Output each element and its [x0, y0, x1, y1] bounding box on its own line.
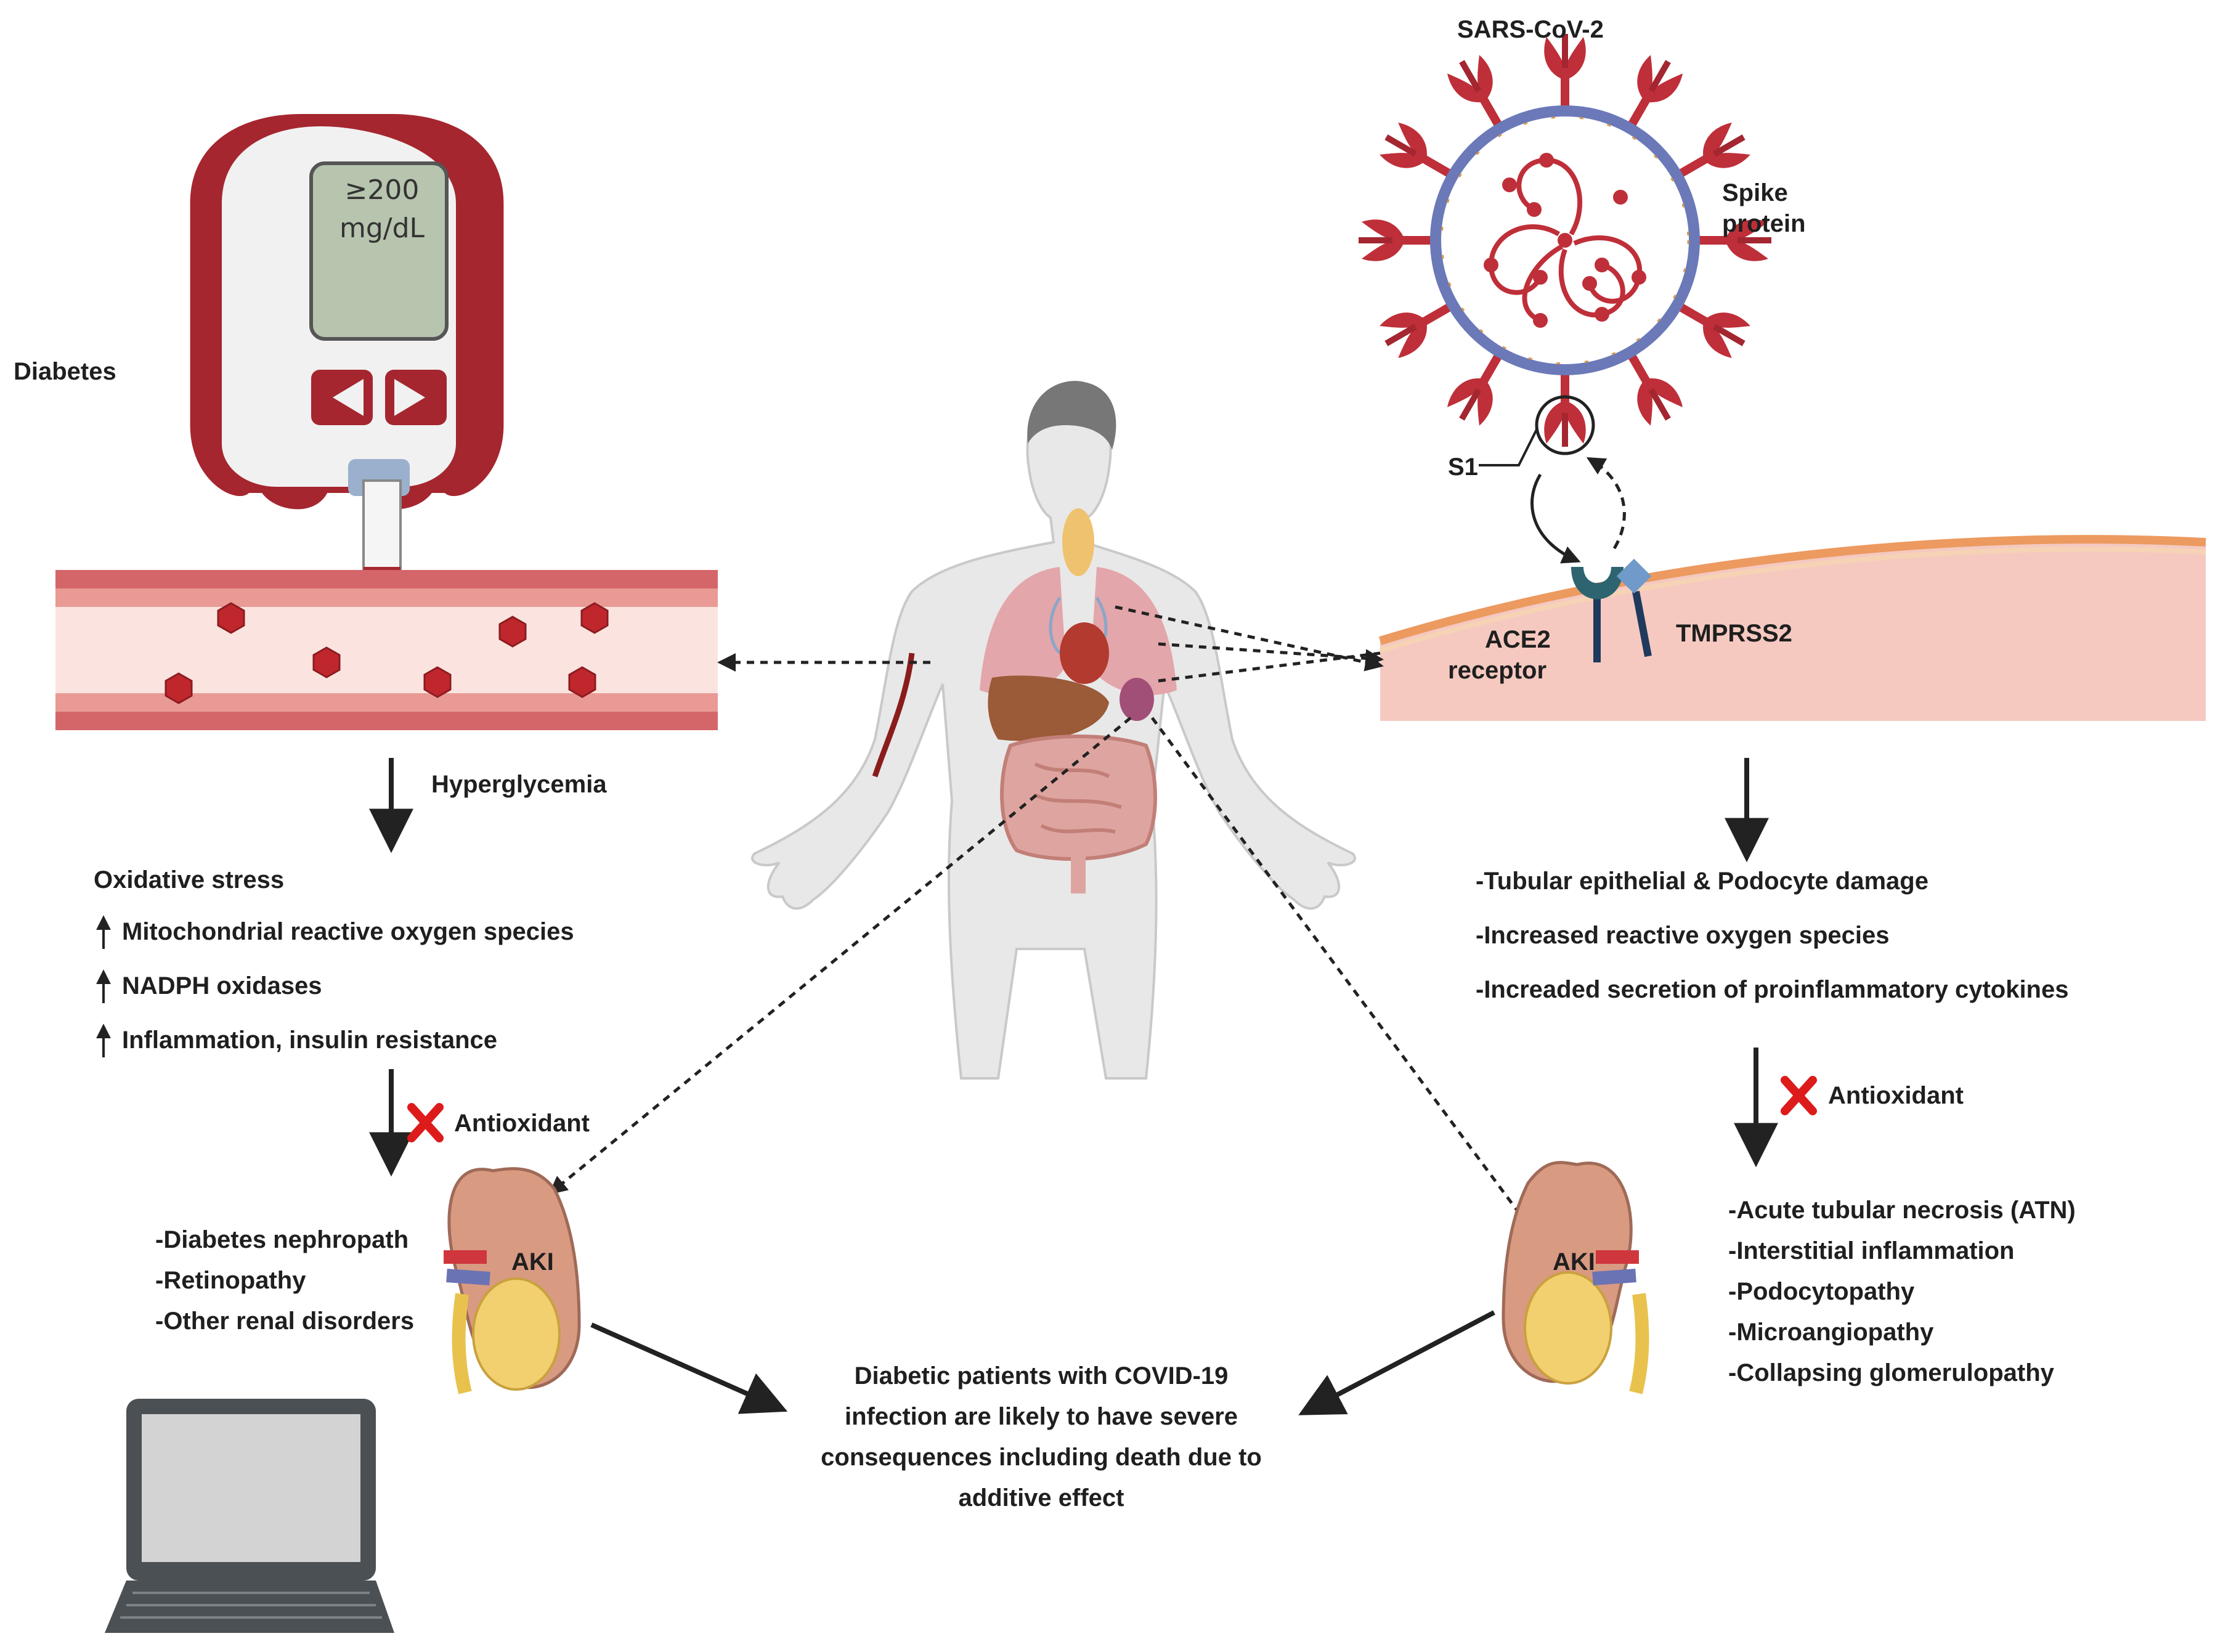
conclusion-line: additive effect: [958, 1484, 1124, 1512]
list-item: Mitochondrial reactive oxygen species: [122, 918, 574, 945]
list-item: -Collapsing glomerulopathy: [1728, 1359, 2054, 1386]
list-item: -Microangiopathy: [1728, 1319, 1934, 1346]
conclusion-line: Diabetic patients with COVID-19: [854, 1362, 1229, 1390]
laptop-icon: [105, 1399, 394, 1633]
list-item: -Retinopathy: [155, 1267, 306, 1294]
list-item: NADPH oxidases: [122, 972, 322, 999]
tmprss2-icon: [1616, 558, 1652, 657]
kidney-icon: [1502, 1161, 1649, 1394]
right-outcomes-list: -Acute tubular necrosis (ATN) -Interstit…: [1728, 1197, 2076, 1400]
diabetes-label: Diabetes: [14, 358, 116, 385]
host-cell-icon: [1378, 535, 2206, 721]
s1-label: S1: [1448, 454, 1478, 481]
conclusion-text: Diabetic patients with COVID-19 infectio…: [764, 1356, 1319, 1518]
glucose-meter-icon: [190, 114, 504, 604]
tmprss2-label: TMPRSS2: [1676, 620, 1792, 647]
protein-label: protein: [1722, 210, 1806, 237]
hyperglycemia-label: Hyperglycemia: [431, 771, 607, 798]
aki-left-label: AKI: [511, 1248, 554, 1276]
conclusion-line: infection are likely to have severe: [844, 1403, 1238, 1430]
virus-icon: [1359, 34, 1771, 466]
release-arrow: [1586, 457, 1626, 550]
human-body-icon: [751, 381, 1356, 1080]
list-item: -Other renal disorders: [155, 1308, 415, 1335]
sars-cov-2-label: SARS-CoV-2: [1457, 16, 1604, 43]
flow-arrows: [369, 758, 1778, 1415]
aki-right-label: AKI: [1553, 1248, 1595, 1276]
ace2-receptor-icon: [1571, 567, 1624, 662]
glucose-reading: ≥200 mg/dL: [320, 171, 444, 248]
spike-label: Spike: [1722, 179, 1788, 206]
x-mark-icon: [407, 1076, 1817, 1142]
list-item: -Interstitial inflammation: [1728, 1237, 2015, 1264]
glucose-unit: mg/dL: [339, 213, 425, 244]
list-item: -Tubular epithelial & Podocyte damage: [1476, 868, 1928, 895]
kidney-icon: [444, 1167, 581, 1394]
receptor-label: receptor: [1448, 657, 1547, 684]
blood-vessel-icon: [55, 570, 718, 730]
binding-arrow: [1530, 473, 1581, 564]
list-item: Inflammation, insulin resistance: [122, 1027, 498, 1054]
conclusion-line: consequences including death due to: [821, 1444, 1262, 1471]
dotted-connectors: [548, 605, 1534, 1232]
left-effects-list: Mitochondrial reactive oxygen species NA…: [122, 918, 574, 1081]
ace2-label: ACE2: [1485, 626, 1551, 653]
right-effects-list: -Tubular epithelial & Podocyte damage -I…: [1476, 868, 2068, 1030]
antioxidant-left-label: Antioxidant: [454, 1110, 590, 1137]
antioxidant-right-label: Antioxidant: [1828, 1082, 1964, 1109]
list-item: -Increased reactive oxygen species: [1476, 922, 1890, 949]
left-outcomes-list: -Diabetes nephropath -Retinopathy -Other…: [155, 1226, 414, 1348]
list-item: -Podocytopathy: [1728, 1278, 1915, 1305]
glucose-value: ≥200: [344, 174, 420, 206]
list-item: -Diabetes nephropath: [155, 1226, 409, 1253]
list-item: -Increaded secretion of proinflammatory …: [1476, 976, 2069, 1003]
list-item: -Acute tubular necrosis (ATN): [1728, 1197, 2076, 1224]
oxidative-stress-heading: Oxidative stress: [94, 866, 285, 893]
